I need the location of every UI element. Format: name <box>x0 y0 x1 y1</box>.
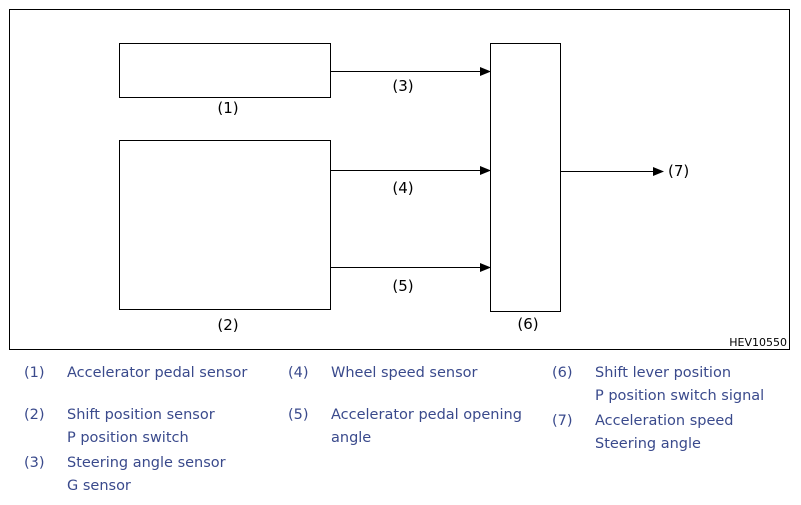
legend-line: Acceleration speed <box>595 413 734 429</box>
legend-number: (1) <box>24 365 45 381</box>
edge-5-label: (5) <box>392 277 413 295</box>
legend-description: Wheel speed sensor <box>331 362 477 385</box>
legend-description: Shift lever position P position switch s… <box>595 362 764 408</box>
legend-item: (6) Shift lever position P position swit… <box>552 362 764 408</box>
edge-4-label: (4) <box>392 179 413 197</box>
legend-line: P position switch signal <box>595 388 765 404</box>
diagram-frame <box>9 9 790 350</box>
legend-line: Shift position sensor <box>67 407 215 423</box>
node-1-label: (1) <box>217 99 238 117</box>
legend-column-1: (1) Accelerator pedal sensor (2) Shift p… <box>24 362 247 504</box>
edge-3-arrowhead <box>480 67 491 76</box>
edge-4-arrowhead <box>480 166 491 175</box>
legend-description: Shift position sensor P position switch <box>67 404 215 450</box>
legend-column-2: (4) Wheel speed sensor (5) Accelerator p… <box>288 362 522 456</box>
legend-line: Accelerator pedal sensor <box>67 365 248 381</box>
legend-line: Steering angle <box>595 436 701 452</box>
legend-line: Steering angle sensor <box>67 455 226 471</box>
legend-line: Wheel speed sensor <box>331 365 478 381</box>
legend-number: (4) <box>288 365 309 381</box>
legend-number: (5) <box>288 407 309 423</box>
block-diagram: (1) (2) (6) (3) (4) (5) (7) HEV10550 <box>119 43 787 349</box>
legend-column-3: (6) Shift lever position P position swit… <box>552 362 764 462</box>
node-2-label: (2) <box>217 316 238 334</box>
legend-line: G sensor <box>67 478 131 494</box>
legend-description: Acceleration speed Steering angle <box>595 410 734 456</box>
node-6-box <box>490 43 561 312</box>
legend-item: (3) Steering angle sensor G sensor <box>24 452 247 498</box>
node-2-box <box>119 140 331 310</box>
legend-item: (4) Wheel speed sensor <box>288 362 522 385</box>
legend-item: (2) Shift position sensor P position swi… <box>24 404 247 450</box>
node-1-box <box>119 43 331 98</box>
edge-5-arrowhead <box>480 263 491 272</box>
legend-item: (1) Accelerator pedal sensor <box>24 362 247 385</box>
legend-number: (2) <box>24 407 45 423</box>
legend-line: Accelerator pedal opening <box>331 407 522 423</box>
edge-3-label: (3) <box>392 77 413 95</box>
node-6-label: (6) <box>517 315 538 333</box>
legend-item: (5) Accelerator pedal opening angle <box>288 404 522 450</box>
legend-line: P position switch <box>67 430 189 446</box>
legend-item: (7) Acceleration speed Steering angle <box>552 410 764 456</box>
legend-line: Shift lever position <box>595 365 732 381</box>
legend-number: (7) <box>552 413 573 429</box>
edge-7-label: (7) <box>668 162 689 180</box>
legend-number: (6) <box>552 365 573 381</box>
legend-description: Accelerator pedal sensor <box>67 362 247 385</box>
legend-line: angle <box>331 430 372 446</box>
legend-description: Steering angle sensor G sensor <box>67 452 226 498</box>
legend-description: Accelerator pedal opening angle <box>331 404 522 450</box>
edge-7-arrowhead <box>653 167 664 176</box>
legend-number: (3) <box>24 455 45 471</box>
figure-code: HEV10550 <box>729 336 787 349</box>
